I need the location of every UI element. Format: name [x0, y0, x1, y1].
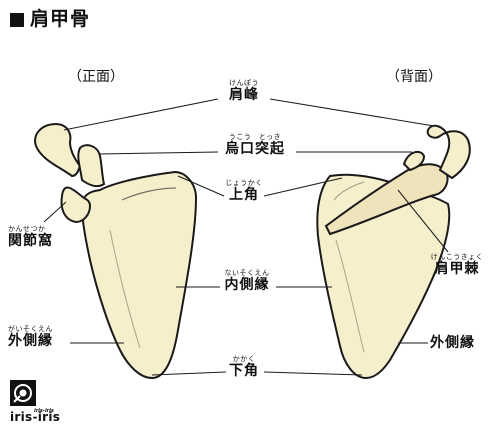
- brand-logo: iris-iris iris-iris: [10, 380, 70, 424]
- title-text: 肩甲骨: [30, 8, 91, 30]
- back-scapula: [316, 124, 471, 380]
- front-glenoid-shape: [60, 186, 92, 224]
- label-lateral-border-right: 外側縁: [430, 336, 490, 350]
- label-medial-border: ないそくえん 内側縁: [214, 269, 280, 293]
- inferior-angle-furigana: かかく: [232, 355, 256, 363]
- inferior-angle-text: 下角: [229, 363, 259, 379]
- glenoid-furigana: かんせつか: [8, 225, 46, 233]
- glenoid-text: 関節窩: [8, 233, 53, 249]
- label-acromion: けんぽう 肩峰: [218, 79, 270, 103]
- label-coracoid: うこう とっき 烏口突起: [212, 133, 298, 157]
- front-view-label: （正面）: [68, 69, 124, 85]
- label-glenoid: かんせつか 関節窩: [8, 225, 62, 249]
- back-acromion-shape: [426, 124, 471, 180]
- superior-angle-furigana: じょうかく: [225, 179, 263, 187]
- back-view-label: （背面）: [386, 69, 442, 85]
- front-coracoid-shape: [77, 144, 106, 188]
- lateral-border-left-furigana: がいそくえん: [8, 325, 53, 333]
- logo-text: iris-iris: [10, 410, 61, 424]
- medial-border-furigana: ないそくえん: [224, 269, 270, 277]
- page-title: 肩甲骨: [10, 10, 90, 29]
- logo-small-text: iris-iris: [34, 408, 54, 414]
- lateral-border-left-text: 外側縁: [8, 333, 53, 349]
- lateral-border-right-text: 外側縁: [430, 335, 475, 351]
- superior-angle-text: 上角: [229, 187, 259, 203]
- coracoid-furigana: うこう とっき: [228, 133, 282, 141]
- logo-mark-icon: [10, 380, 36, 406]
- title-square-icon: [10, 12, 24, 27]
- coracoid-text: 烏口突起: [225, 141, 285, 157]
- acromion-furigana: けんぽう: [229, 79, 259, 87]
- medial-border-text: 内側縁: [224, 277, 270, 293]
- label-inferior-angle: かかく 下角: [220, 355, 268, 379]
- label-spine: けんこうきょく 肩甲棘: [426, 253, 488, 277]
- label-superior-angle: じょうかく 上角: [218, 179, 270, 203]
- spine-text: 肩甲棘: [434, 261, 480, 277]
- front-scapula: [34, 122, 198, 380]
- label-lateral-border-left: がいそくえん 外側縁: [8, 325, 70, 349]
- spine-furigana: けんこうきょく: [430, 253, 484, 261]
- acromion-text: 肩峰: [229, 87, 259, 103]
- leader-lines: [43, 98, 449, 376]
- front-acromion-shape: [34, 122, 82, 178]
